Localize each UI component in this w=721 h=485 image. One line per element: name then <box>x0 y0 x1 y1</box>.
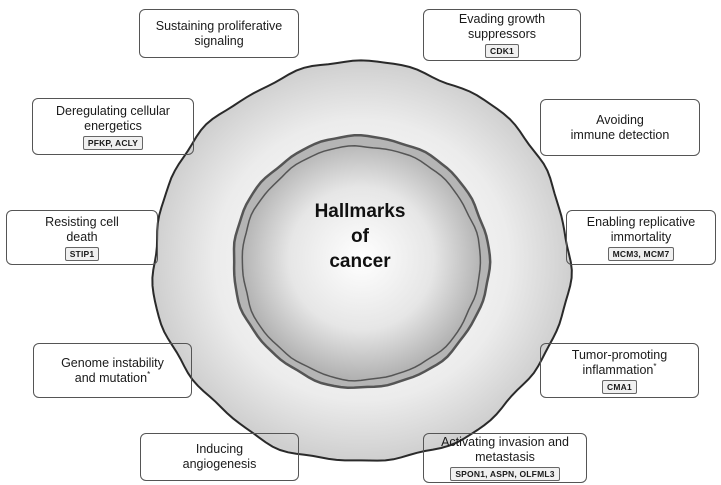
hallmark-title: Tumor-promoting inflammation* <box>571 347 668 377</box>
hallmark-deregulating-cellular-energetics: Deregulating cellular energetics PFKP, A… <box>32 98 194 155</box>
hallmark-title: Inducing angiogenesis <box>182 442 257 471</box>
hallmark-enabling-replicative-immortality: Enabling replicative immortality MCM3, M… <box>566 210 716 265</box>
gene-badge: MCM3, MCM7 <box>607 246 675 261</box>
gene-badge: PFKP, ACLY <box>82 135 144 150</box>
gene-badge: STIP1 <box>64 246 100 261</box>
hallmark-sustaining-proliferative-signaling: Sustaining proliferative signaling <box>139 9 299 58</box>
hallmark-genome-instability: Genome instability and mutation* <box>33 343 192 398</box>
hallmark-tumor-promoting-inflammation: Tumor-promoting inflammation* CMA1 <box>540 343 699 398</box>
hallmark-activating-invasion-metastasis: Activating invasion and metastasis SPON1… <box>423 433 587 483</box>
hallmark-title: Deregulating cellular energetics <box>56 103 170 133</box>
gene-badge: SPON1, ASPN, OLFML3 <box>450 467 560 481</box>
footnote-mark: * <box>147 369 151 379</box>
hallmark-title: Evading growth suppressors <box>458 12 546 41</box>
footnote-mark: * <box>653 361 657 371</box>
hallmark-title: Genome instability and mutation* <box>61 355 164 385</box>
gene-badge: CDK1 <box>485 44 519 58</box>
hallmark-avoiding-immune-detection: Avoiding immune detection <box>540 99 700 156</box>
nucleus <box>241 145 482 382</box>
hallmark-title: Activating invasion and metastasis <box>441 435 569 464</box>
center-title: Hallmarks of cancer <box>314 201 406 272</box>
gene-badge: CMA1 <box>602 379 637 394</box>
hallmark-inducing-angiogenesis: Inducing angiogenesis <box>140 433 299 481</box>
hallmark-resisting-cell-death: Resisting cell death STIP1 <box>6 210 158 265</box>
hallmark-title: Resisting cell death <box>45 214 119 244</box>
hallmark-title: Sustaining proliferative signaling <box>155 18 283 48</box>
hallmark-title: Avoiding immune detection <box>570 112 670 142</box>
hallmark-title: Enabling replicative immortality <box>586 214 696 244</box>
hallmark-evading-growth-suppressors: Evading growth suppressors CDK1 <box>423 9 581 61</box>
